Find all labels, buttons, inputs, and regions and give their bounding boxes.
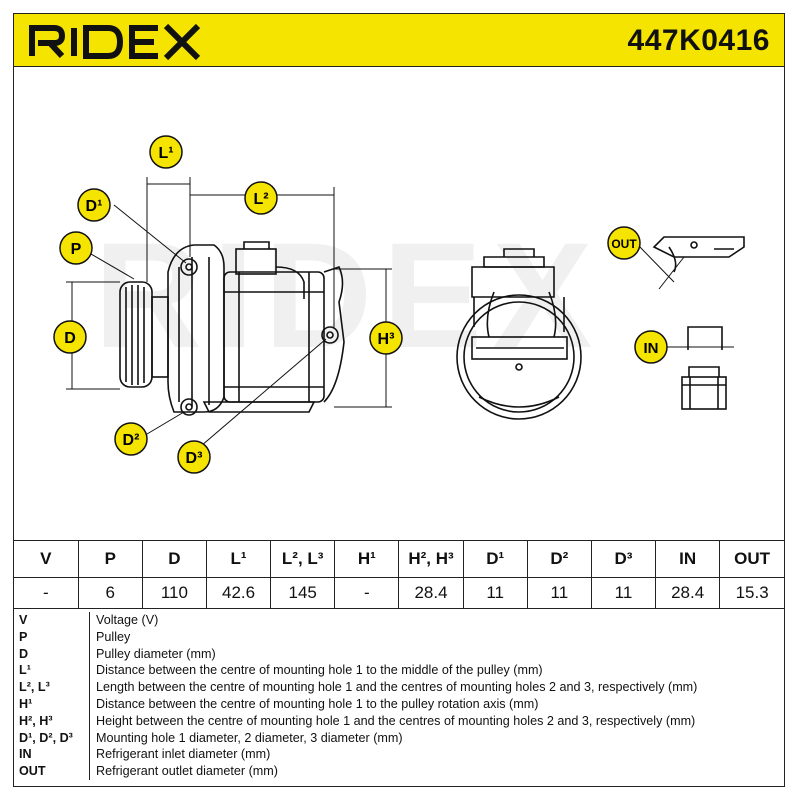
legend-row: OUT Refrigerant outlet diameter (mm): [14, 763, 784, 780]
legend-symbol: H¹: [14, 695, 90, 713]
value-cell: 110: [141, 577, 207, 609]
label-p: P: [59, 231, 93, 265]
specs-header-row: V P D L¹ L², L³ H¹ H², H³ D¹ D² D³ IN OU…: [14, 540, 784, 578]
svg-text:L¹: L¹: [158, 145, 173, 162]
header-cell: D¹: [462, 540, 528, 578]
legend-description: Pulley diameter (mm): [96, 646, 216, 661]
legend-description: Refrigerant inlet diameter (mm): [96, 747, 271, 762]
legend-description: Distance between the centre of mounting …: [96, 663, 543, 678]
svg-text:H³: H³: [378, 331, 395, 348]
out-leader-line: [637, 244, 685, 290]
legend-description: Height between the centre of mounting ho…: [96, 713, 696, 728]
header-cell: OUT: [719, 540, 784, 578]
value-cell: 11: [526, 577, 592, 609]
svg-text:L²: L²: [253, 191, 268, 208]
header-cell: V: [14, 540, 79, 578]
legend-symbol: D¹, D², D³: [14, 729, 90, 747]
legend-description: Pulley: [96, 629, 131, 644]
d3-leader-line: [193, 338, 327, 453]
label-in: IN: [634, 330, 668, 364]
header-cell: H², H³: [398, 540, 464, 578]
legend-row: D¹, D², D³ Mounting hole 1 diameter, 2 di…: [14, 729, 784, 747]
label-l2: L²: [244, 181, 278, 215]
legend-row: L², L³ Length between the centre of mount…: [14, 679, 784, 696]
svg-text:D: D: [64, 330, 76, 347]
value-cell: -: [334, 577, 399, 609]
legend-row: L¹ Distance between the centre of mountin…: [14, 662, 784, 680]
legend-description: Mounting hole 1 diameter, 2 diameter, 3 …: [96, 730, 403, 745]
inlet-fitting: [681, 326, 727, 410]
value-cell: 145: [270, 577, 335, 609]
header-bar: 447K0416: [14, 14, 784, 67]
technical-drawing: RIDEX: [53, 135, 745, 474]
legend-row: IN Refrigerant inlet diameter (mm): [14, 746, 784, 764]
svg-text:D²: D²: [123, 432, 140, 449]
legend-row: D Pulley diameter (mm): [14, 645, 784, 663]
header-cell: D³: [590, 540, 656, 578]
value-cell: 28.4: [398, 577, 464, 609]
value-cell: -: [14, 577, 79, 609]
d2-leader-line: [141, 411, 185, 438]
legend-description: Distance between the centre of mounting …: [96, 696, 539, 711]
legend-symbol: V: [14, 612, 90, 629]
compressor-rear-view: [456, 248, 582, 420]
legend-row: H¹ Distance between the centre of mountin…: [14, 695, 784, 713]
ridex-logo: [29, 23, 201, 60]
d1-leader-line: [113, 204, 187, 264]
part-number: 447K0416: [627, 24, 770, 57]
value-cell: 11: [462, 577, 528, 609]
header-cell: L¹: [205, 540, 271, 578]
svg-text:D¹: D¹: [86, 198, 103, 215]
label-h3: H³: [369, 321, 403, 355]
legend-symbol: D: [14, 645, 90, 663]
legend-row: V Voltage (V): [14, 612, 784, 629]
legend-symbol: OUT: [14, 763, 90, 780]
outlet-fitting: [652, 236, 745, 273]
specs-value-row: - 6 110 42.6 145 - 28.4 11 11 11 28.4 15…: [14, 577, 784, 609]
legend-symbol: H², H³: [14, 712, 90, 730]
legend-symbol: L¹: [14, 662, 90, 680]
svg-text:OUT: OUT: [611, 237, 637, 251]
value-cell: 11: [590, 577, 656, 609]
svg-text:P: P: [71, 241, 82, 258]
header-cell: H¹: [334, 540, 399, 578]
legend-row: P Pulley: [14, 628, 784, 646]
header-cell: IN: [655, 540, 720, 578]
label-d: D: [53, 320, 87, 354]
label-d1: D¹: [77, 188, 111, 222]
value-cell: 28.4: [655, 577, 720, 609]
compressor-side-view: [119, 241, 345, 416]
label-d2: D²: [114, 422, 148, 456]
legend-description: Length between the centre of mounting ho…: [96, 680, 698, 695]
svg-text:D³: D³: [186, 450, 203, 467]
header-cell: D²: [526, 540, 592, 578]
label-d3: D³: [177, 440, 211, 474]
value-cell: 15.3: [719, 577, 784, 609]
value-cell: 6: [77, 577, 143, 609]
svg-text:IN: IN: [644, 340, 659, 357]
label-l1: L¹: [149, 135, 183, 169]
specs-table: V P D L¹ L², L³ H¹ H², H³ D¹ D² D³ IN OU…: [14, 540, 784, 609]
page-frame: [13, 13, 785, 787]
header-cell: P: [77, 540, 143, 578]
value-cell: 42.6: [205, 577, 271, 609]
header-cell: D: [141, 540, 207, 578]
legend-description: Voltage (V): [96, 613, 159, 627]
legend-symbol: IN: [14, 746, 90, 764]
legend-row: H², H³ Height between the centre of mount…: [14, 712, 784, 730]
header-cell: L², L³: [270, 540, 335, 578]
label-out: OUT: [607, 226, 641, 260]
legend-symbol: L², L³: [14, 679, 90, 696]
legend-list: V Voltage (V) P Pulley D Pulley diameter (m…: [14, 612, 784, 780]
legend-description: Refrigerant outlet diameter (mm): [96, 764, 278, 779]
legend-symbol: P: [14, 628, 90, 646]
l1-dimension-line: [146, 177, 191, 282]
